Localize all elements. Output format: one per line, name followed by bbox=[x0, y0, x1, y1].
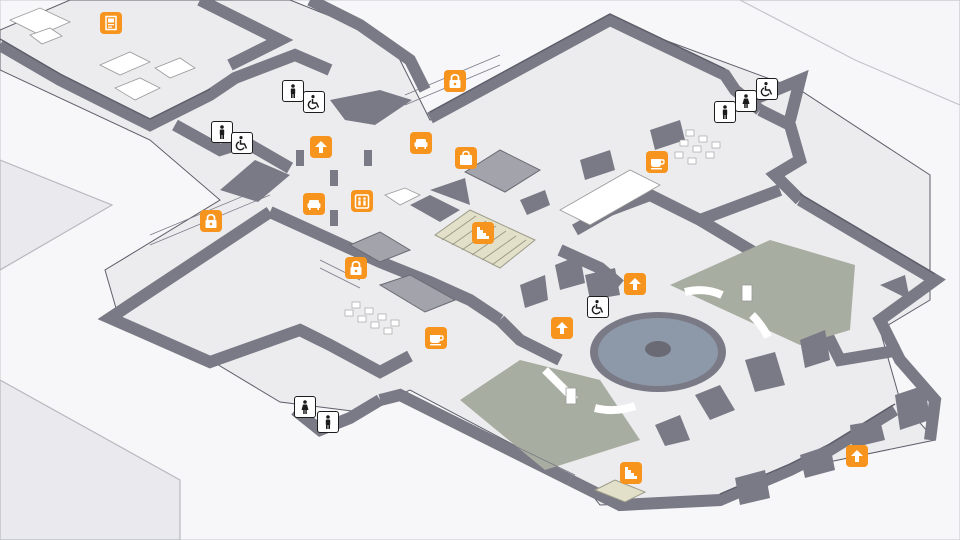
poi-cafe[interactable]: Cafe bbox=[425, 327, 447, 349]
poi-restroom-female[interactable]: Women's restroom bbox=[735, 90, 757, 112]
poi-accessible[interactable]: Accessible bbox=[231, 132, 253, 154]
poi-accessible[interactable]: Accessible bbox=[756, 78, 778, 100]
poi-lockers[interactable]: Lockers bbox=[345, 257, 367, 279]
wheelchair-icon bbox=[235, 136, 248, 151]
poi-restroom-male[interactable]: Men's restroom bbox=[211, 121, 233, 143]
arrow-up-icon bbox=[315, 141, 327, 153]
male-icon bbox=[325, 415, 331, 429]
poi-shop[interactable]: Shop bbox=[455, 147, 477, 169]
coffee-cup-icon bbox=[651, 159, 665, 170]
poi-lounge[interactable]: Lounge bbox=[410, 132, 432, 154]
poi-elevator[interactable]: Elevator bbox=[351, 190, 373, 212]
poi-stairs[interactable]: Stairs bbox=[472, 222, 494, 244]
female-icon bbox=[742, 94, 750, 108]
armchair-icon bbox=[307, 200, 321, 210]
poi-lockers[interactable]: Lockers bbox=[200, 210, 222, 232]
male-icon bbox=[722, 105, 728, 119]
pavement-slabs bbox=[348, 149, 542, 313]
shopping-bag-icon bbox=[460, 150, 472, 165]
wheelchair-icon bbox=[591, 300, 604, 315]
stairs-icon bbox=[625, 467, 637, 479]
poi-restroom-male[interactable]: Men's restroom bbox=[714, 101, 736, 123]
arrow-up-icon bbox=[629, 278, 641, 290]
right-slab bbox=[739, 0, 960, 106]
poi-accessible[interactable]: Accessible bbox=[587, 296, 609, 318]
poi-cafe[interactable]: Cafe bbox=[646, 151, 668, 173]
stairs-icon bbox=[477, 227, 489, 239]
seating-cluster bbox=[344, 129, 721, 335]
female-icon bbox=[301, 400, 309, 414]
arrow-up-icon bbox=[851, 450, 863, 462]
armchair-icon bbox=[414, 139, 428, 149]
poi-accessible[interactable]: Accessible bbox=[303, 91, 325, 113]
furniture-outlines bbox=[9, 7, 661, 226]
poi-stairs-up[interactable]: Stairs up bbox=[551, 317, 573, 339]
poi-stairs[interactable]: Stairs bbox=[620, 462, 642, 484]
padlock-icon bbox=[350, 260, 362, 275]
courtyard bbox=[460, 240, 855, 470]
scattered-blocks bbox=[410, 120, 930, 505]
poi-lockers[interactable]: Lockers bbox=[444, 70, 466, 92]
poi-stairs-up[interactable]: Stairs up bbox=[624, 273, 646, 295]
central-plaza bbox=[220, 90, 412, 226]
male-icon bbox=[290, 84, 296, 98]
poi-info[interactable]: Info bbox=[100, 12, 122, 34]
male-icon bbox=[219, 125, 225, 139]
poi-stairs-up[interactable]: Stairs up bbox=[310, 136, 332, 158]
poi-restroom-female[interactable]: Women's restroom bbox=[294, 396, 316, 418]
arrow-up-icon bbox=[556, 322, 568, 334]
poi-restroom-male[interactable]: Men's restroom bbox=[317, 411, 339, 433]
info-board-icon bbox=[105, 15, 117, 31]
wheelchair-icon bbox=[760, 82, 773, 97]
poi-restroom-male[interactable]: Men's restroom bbox=[282, 80, 304, 102]
poi-stairs-up[interactable]: Stairs up bbox=[846, 445, 868, 467]
coffee-cup-icon bbox=[430, 335, 444, 346]
wheelchair-icon bbox=[307, 95, 320, 110]
left-slab bbox=[0, 159, 181, 540]
padlock-icon bbox=[449, 73, 461, 88]
poi-lounge[interactable]: Lounge bbox=[303, 193, 325, 215]
elevator-icon bbox=[354, 194, 370, 209]
padlock-icon bbox=[205, 213, 217, 228]
